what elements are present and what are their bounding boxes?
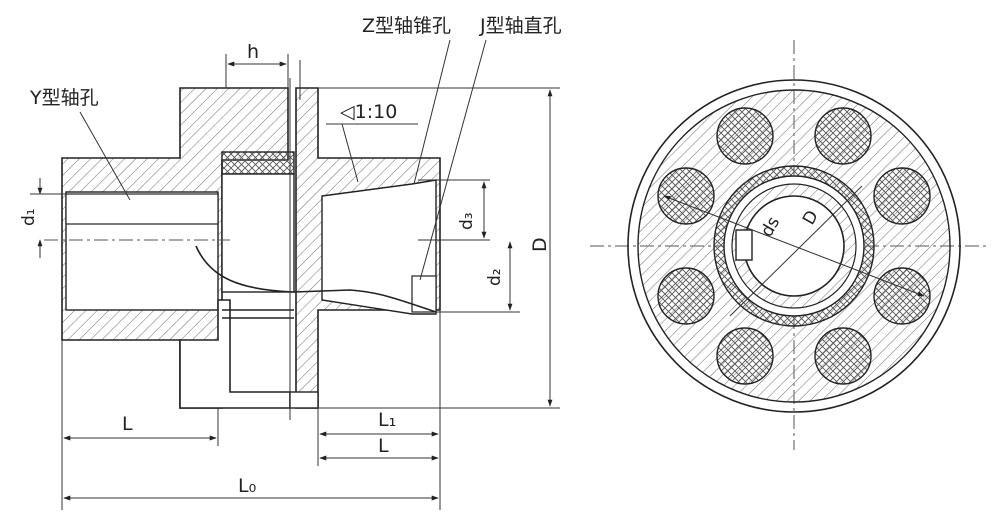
dim-L1-label: L₁: [378, 409, 396, 431]
dim-d2-label: d₂: [485, 268, 505, 286]
left-keyway: [65, 193, 219, 225]
taper-label: ◁1:10: [340, 101, 397, 123]
dim-L-left-label: L: [122, 413, 133, 435]
spider-insert: [221, 151, 295, 175]
y-bore-label: Y型轴孔: [29, 87, 99, 109]
dim-L-right-label: L: [378, 435, 389, 457]
right-taper-bore: [321, 179, 437, 315]
right-straight-bore: [411, 275, 437, 313]
side-section-view: h d₁ d₃ d₂ D L L₁ L L₀: [19, 15, 562, 510]
dim-h-label: h: [247, 41, 259, 63]
jaw-curve: [195, 245, 437, 313]
dim-D-label: D: [529, 237, 551, 252]
dim-L0-label: L₀: [238, 475, 256, 497]
z-bore-label: Z型轴锥孔: [362, 15, 451, 37]
left-lower-jaw: [179, 299, 291, 409]
outer-hub-circle: [627, 79, 961, 413]
center-gap: [221, 173, 295, 293]
bore-keyway: [735, 229, 753, 261]
end-view: ds D: [590, 40, 990, 450]
j-bore-label: J型轴直孔: [479, 15, 562, 37]
dim-d3-label: d₃: [457, 212, 477, 230]
dim-d1-label: d₁: [19, 208, 39, 226]
